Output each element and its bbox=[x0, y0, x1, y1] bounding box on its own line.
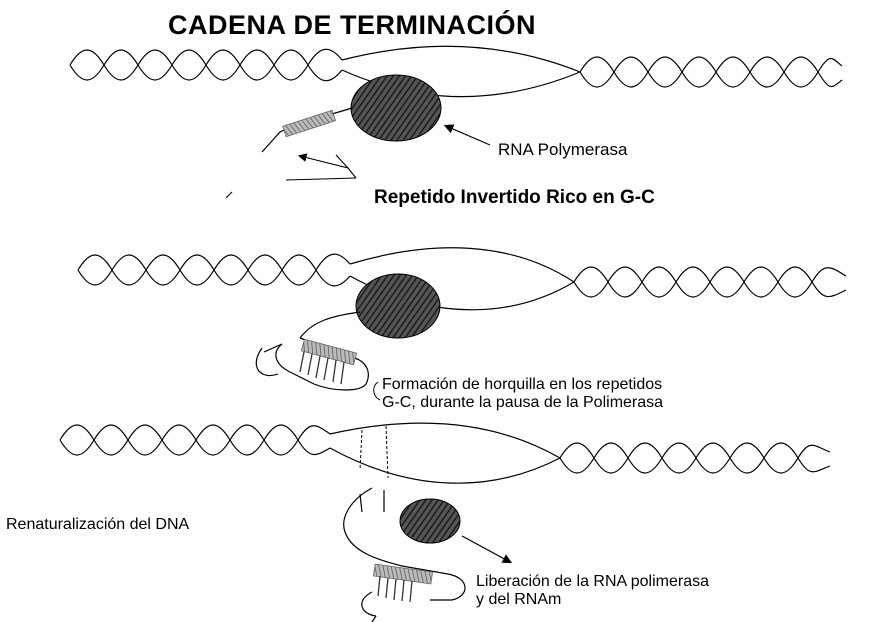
dna-helix-right-2 bbox=[574, 267, 846, 297]
pointer-rnap-1 bbox=[446, 126, 490, 145]
release-arrow bbox=[462, 536, 510, 562]
label-release-line-2: y del RNAm bbox=[476, 591, 709, 609]
hairpin-label-bracket bbox=[374, 382, 380, 400]
label-dna-renaturation: Renaturalización del DNA bbox=[6, 516, 189, 534]
panel-1-elongation bbox=[70, 46, 842, 198]
diagram-title: CADENA DE TERMINACIÓN bbox=[168, 10, 536, 41]
label-hairpin-line-1: Formación de horquilla en los repetidos bbox=[382, 376, 663, 394]
renaturing-bubble-3 bbox=[330, 423, 560, 483]
rna-polymerase-1 bbox=[351, 75, 441, 141]
gc-repeat-segment-1 bbox=[283, 110, 336, 137]
label-release-line-1: Liberación de la RNA polimerasa bbox=[476, 573, 709, 591]
renaturing-base-pairs bbox=[360, 426, 388, 478]
dna-helix-right-1 bbox=[580, 57, 842, 87]
label-rna-polymerase: RNA Polymerasa bbox=[498, 140, 627, 160]
dna-helix-left-3 bbox=[60, 425, 330, 455]
gc-stem-3 bbox=[373, 564, 432, 584]
rna-polymerase-2 bbox=[356, 274, 440, 338]
gc-stem-2 bbox=[301, 339, 356, 365]
label-gc-inverted-repeat: Repetido Invertido Rico en G-C bbox=[374, 187, 655, 209]
rna-polymerase-3-released bbox=[400, 499, 460, 543]
pointer-gc-repeat bbox=[226, 155, 356, 198]
label-hairpin-formation: Formación de horquilla en los repetidos … bbox=[382, 376, 663, 413]
dna-helix-left-2 bbox=[78, 254, 350, 286]
dna-helix-left-1 bbox=[70, 49, 342, 80]
label-hairpin-line-2: G-C, durante la pausa de la Polimerasa bbox=[382, 394, 663, 412]
label-release: Liberación de la RNA polimerasa y del RN… bbox=[476, 573, 709, 610]
dna-helix-right-3 bbox=[560, 443, 830, 473]
